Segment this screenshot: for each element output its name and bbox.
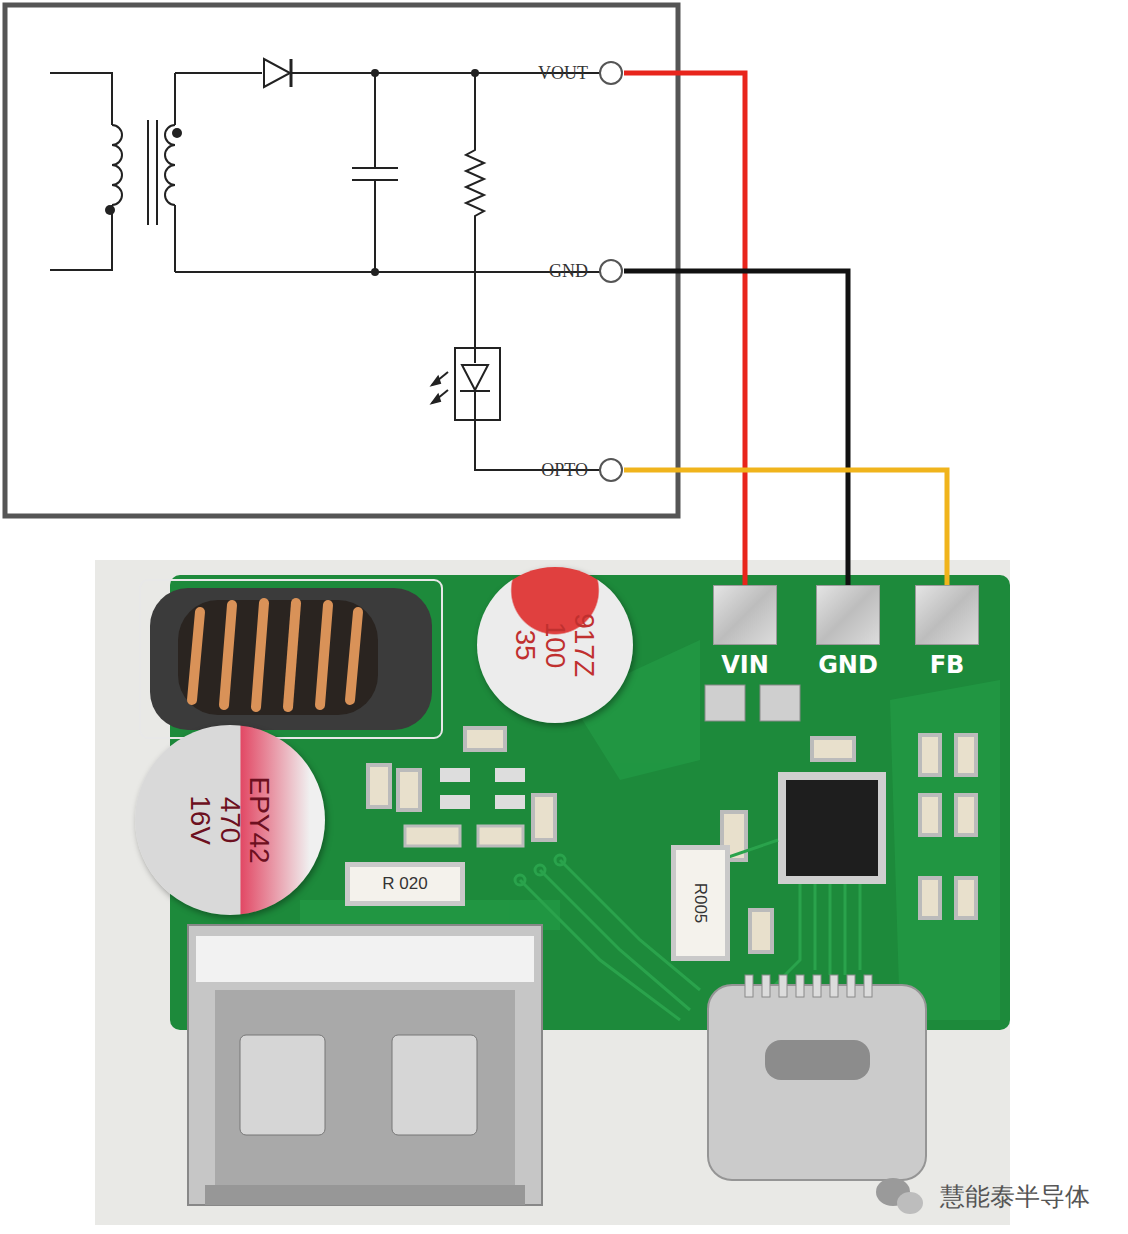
diode-symbol bbox=[264, 59, 291, 87]
terminal-circle bbox=[598, 258, 624, 284]
pad-label: FB bbox=[930, 651, 965, 679]
optocoupler-symbol bbox=[432, 348, 500, 420]
terminal-circle bbox=[598, 60, 624, 86]
wire-connector bbox=[624, 470, 947, 585]
wire-connector bbox=[624, 73, 745, 585]
schematic-frame bbox=[5, 5, 678, 516]
capacitor-marking-text: 35 bbox=[511, 629, 540, 660]
terminal-label: VOUT bbox=[538, 63, 588, 84]
usb-a-port bbox=[188, 925, 542, 1205]
terminal-label: OPTO bbox=[541, 460, 588, 481]
capacitor-marking-text: 470 bbox=[215, 797, 244, 844]
capacitor-marking: 917Z10035 bbox=[511, 613, 599, 677]
wire-connector bbox=[624, 271, 848, 585]
solder-pad: FB bbox=[915, 585, 979, 679]
pad-metal bbox=[915, 585, 979, 645]
terminal: GND bbox=[549, 256, 624, 286]
transformer-symbol bbox=[50, 73, 175, 272]
terminal: OPTO bbox=[541, 455, 624, 485]
capacitor-marking-text: 100 bbox=[540, 622, 569, 669]
capacitor-marking-text: 16V bbox=[186, 795, 215, 845]
terminal-circle bbox=[598, 457, 624, 483]
controller-chip bbox=[778, 772, 886, 884]
pad-metal bbox=[816, 585, 880, 645]
capacitor-marking-text: 917Z bbox=[570, 613, 599, 677]
terminal-label: GND bbox=[549, 261, 588, 282]
solder-pad: VIN bbox=[713, 585, 777, 679]
resistor-marking: R 020 bbox=[382, 874, 427, 894]
wechat-icon bbox=[876, 1178, 923, 1214]
solder-pad: GND bbox=[816, 585, 880, 679]
pad-label: VIN bbox=[721, 651, 769, 679]
polarity-dots bbox=[105, 128, 182, 215]
inductor bbox=[140, 580, 442, 738]
pad-metal bbox=[713, 585, 777, 645]
usb-c-port bbox=[708, 975, 926, 1180]
capacitor: 917Z10035 bbox=[477, 567, 633, 723]
capacitor: EPY4247016V bbox=[135, 725, 325, 915]
resistor-marking: R005 bbox=[690, 883, 710, 924]
pad-label: GND bbox=[818, 651, 878, 679]
resistor: R005 bbox=[671, 845, 730, 961]
secondary-wires bbox=[175, 73, 600, 470]
junction-dots bbox=[371, 69, 479, 276]
resistor: R 020 bbox=[345, 862, 465, 906]
capacitor-marking-text: EPY42 bbox=[245, 776, 274, 863]
photo-ground bbox=[95, 560, 1010, 1225]
watermark: 慧能泰半导体 bbox=[940, 1180, 1090, 1213]
terminal: VOUT bbox=[538, 58, 624, 88]
capacitor-marking: EPY4247016V bbox=[186, 776, 274, 863]
